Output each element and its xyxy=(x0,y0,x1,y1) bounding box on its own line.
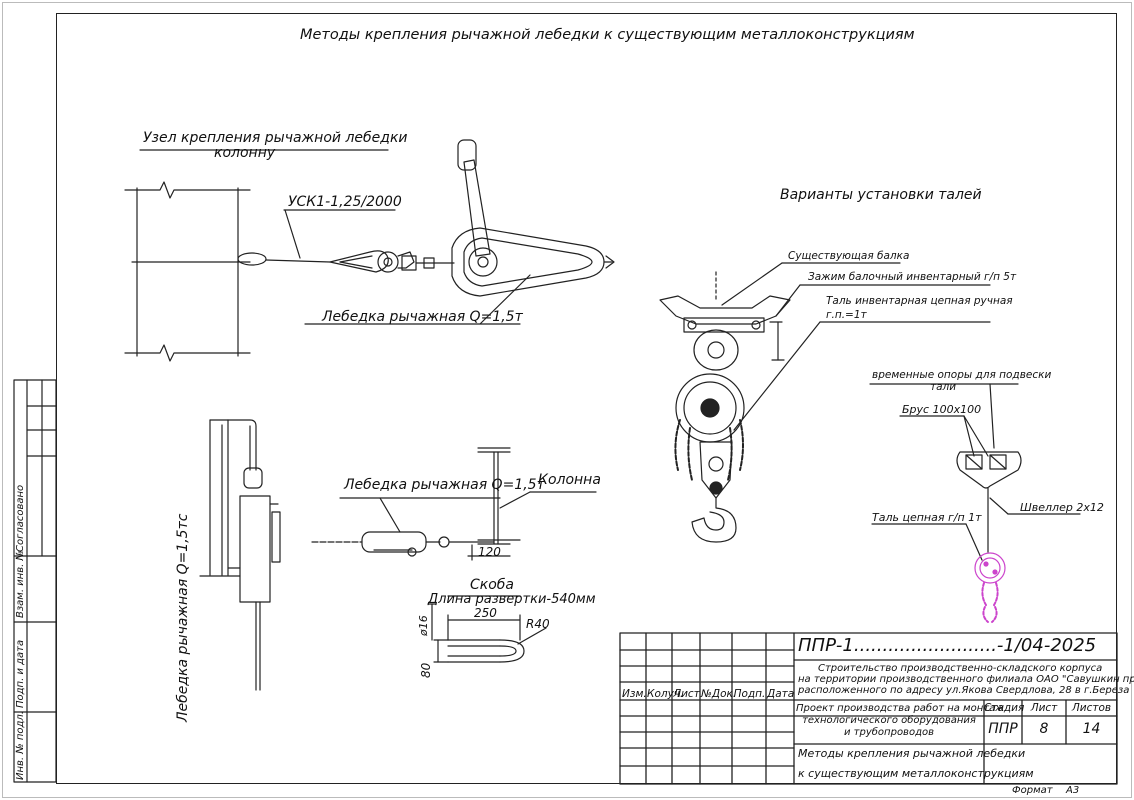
format-label: Формат xyxy=(1012,785,1053,796)
view1-winch-label: Лебедка рычажная Q=1,5т xyxy=(322,309,523,325)
head-sheet: Лист xyxy=(1030,702,1058,714)
callout-timber: Брус 100х100 xyxy=(902,403,982,416)
callout-clamp: Зажим балочный инвентарный г/п 5т xyxy=(808,271,1017,283)
col-podp: Подп. xyxy=(733,688,766,700)
bracket-dim-radius: R40 xyxy=(526,617,550,631)
callout-beam: Существующая балка xyxy=(788,250,910,262)
format-value: А3 xyxy=(1066,785,1080,796)
sheet-title: Методы крепления рычажной лебедки к суще… xyxy=(300,27,915,43)
stamp-inv-swap: Взам. инв. № xyxy=(15,550,26,618)
head-sheets: Листов xyxy=(1071,702,1112,714)
view3-winch-column-side xyxy=(199,419,281,691)
sling-label: УСК1-1,25/2000 xyxy=(288,194,402,210)
column-label: Колонна xyxy=(538,472,601,488)
bracket-length: Длина развертки-540мм xyxy=(428,592,596,607)
project-line3: расположенного по адресу ул.Якова Свердл… xyxy=(798,685,1130,696)
val-sheets: 14 xyxy=(1082,721,1101,737)
callout-supports-line2: тали xyxy=(930,381,957,393)
project-line1: Строительство производственно-складского… xyxy=(818,663,1103,674)
val-stage: ППР xyxy=(988,721,1018,737)
sheet-name-line2: к существующим металлоконструкциям xyxy=(798,767,1034,780)
stamp-agreed: Согласовано xyxy=(15,484,26,552)
col-list: Лист xyxy=(673,688,700,700)
callout-hoist-line2: г.п.=1т xyxy=(826,309,867,321)
col-data: Дата xyxy=(767,688,795,700)
callout-chain-hoist: Таль цепная г/п 1т xyxy=(872,511,982,524)
view1-title-line1: Узел крепления рычажной лебедки xyxy=(143,130,408,146)
title-block-grid xyxy=(619,632,1118,785)
work-line2: технологического оборудования xyxy=(802,715,976,726)
bracket-dim-250: 250 xyxy=(474,606,497,620)
stamp-sign-date: Подп. и дата xyxy=(15,639,26,708)
val-sheet: 8 xyxy=(1039,721,1049,737)
col-izm: Изм. xyxy=(622,688,647,700)
view4-plan xyxy=(311,447,597,561)
bracket-title: Скоба xyxy=(470,577,515,593)
side-stamp-grid xyxy=(13,379,57,783)
bracket-dim-80: 80 xyxy=(419,662,433,678)
doc-code: ППР-1.........................-1/04-2025 xyxy=(798,635,1097,656)
view2-title: Варианты установки талей xyxy=(780,187,982,203)
dim-120: 120 xyxy=(478,545,501,559)
bracket-drawing xyxy=(427,595,547,663)
view3-winch-label: Лебедка рычажная Q=1,5тс xyxy=(175,513,191,722)
view1-column-node xyxy=(124,139,615,362)
col-koluch: Колуч. xyxy=(647,688,684,700)
view2-hoist-variants xyxy=(659,262,1081,561)
stamp-inv-orig: Инв. № подл. xyxy=(15,711,26,780)
chain-hoist-highlight xyxy=(974,552,1006,623)
bracket-dim-diam: ø16 xyxy=(417,615,430,636)
col-ndok: №Док. xyxy=(701,688,737,700)
view1-title-line2: колонну xyxy=(214,145,276,161)
project-line2: на территории производственного филиала … xyxy=(798,674,1134,685)
sheet-name-line1: Методы крепления рычажной лебедки xyxy=(798,747,1026,760)
callout-hoist-line1: Таль инвентарная цепная ручная xyxy=(826,295,1013,307)
work-line1: Проект производства работ на монтаж xyxy=(796,703,1005,714)
work-line3: и трубопроводов xyxy=(844,727,934,738)
callout-channel: Швеллер 2х12 xyxy=(1020,501,1104,514)
head-stage: Стадия xyxy=(984,702,1025,714)
view4-winch-label: Лебедка рычажная Q=1,5т xyxy=(344,477,545,493)
callout-supports-line1: временные опоры для подвески xyxy=(872,369,1052,381)
